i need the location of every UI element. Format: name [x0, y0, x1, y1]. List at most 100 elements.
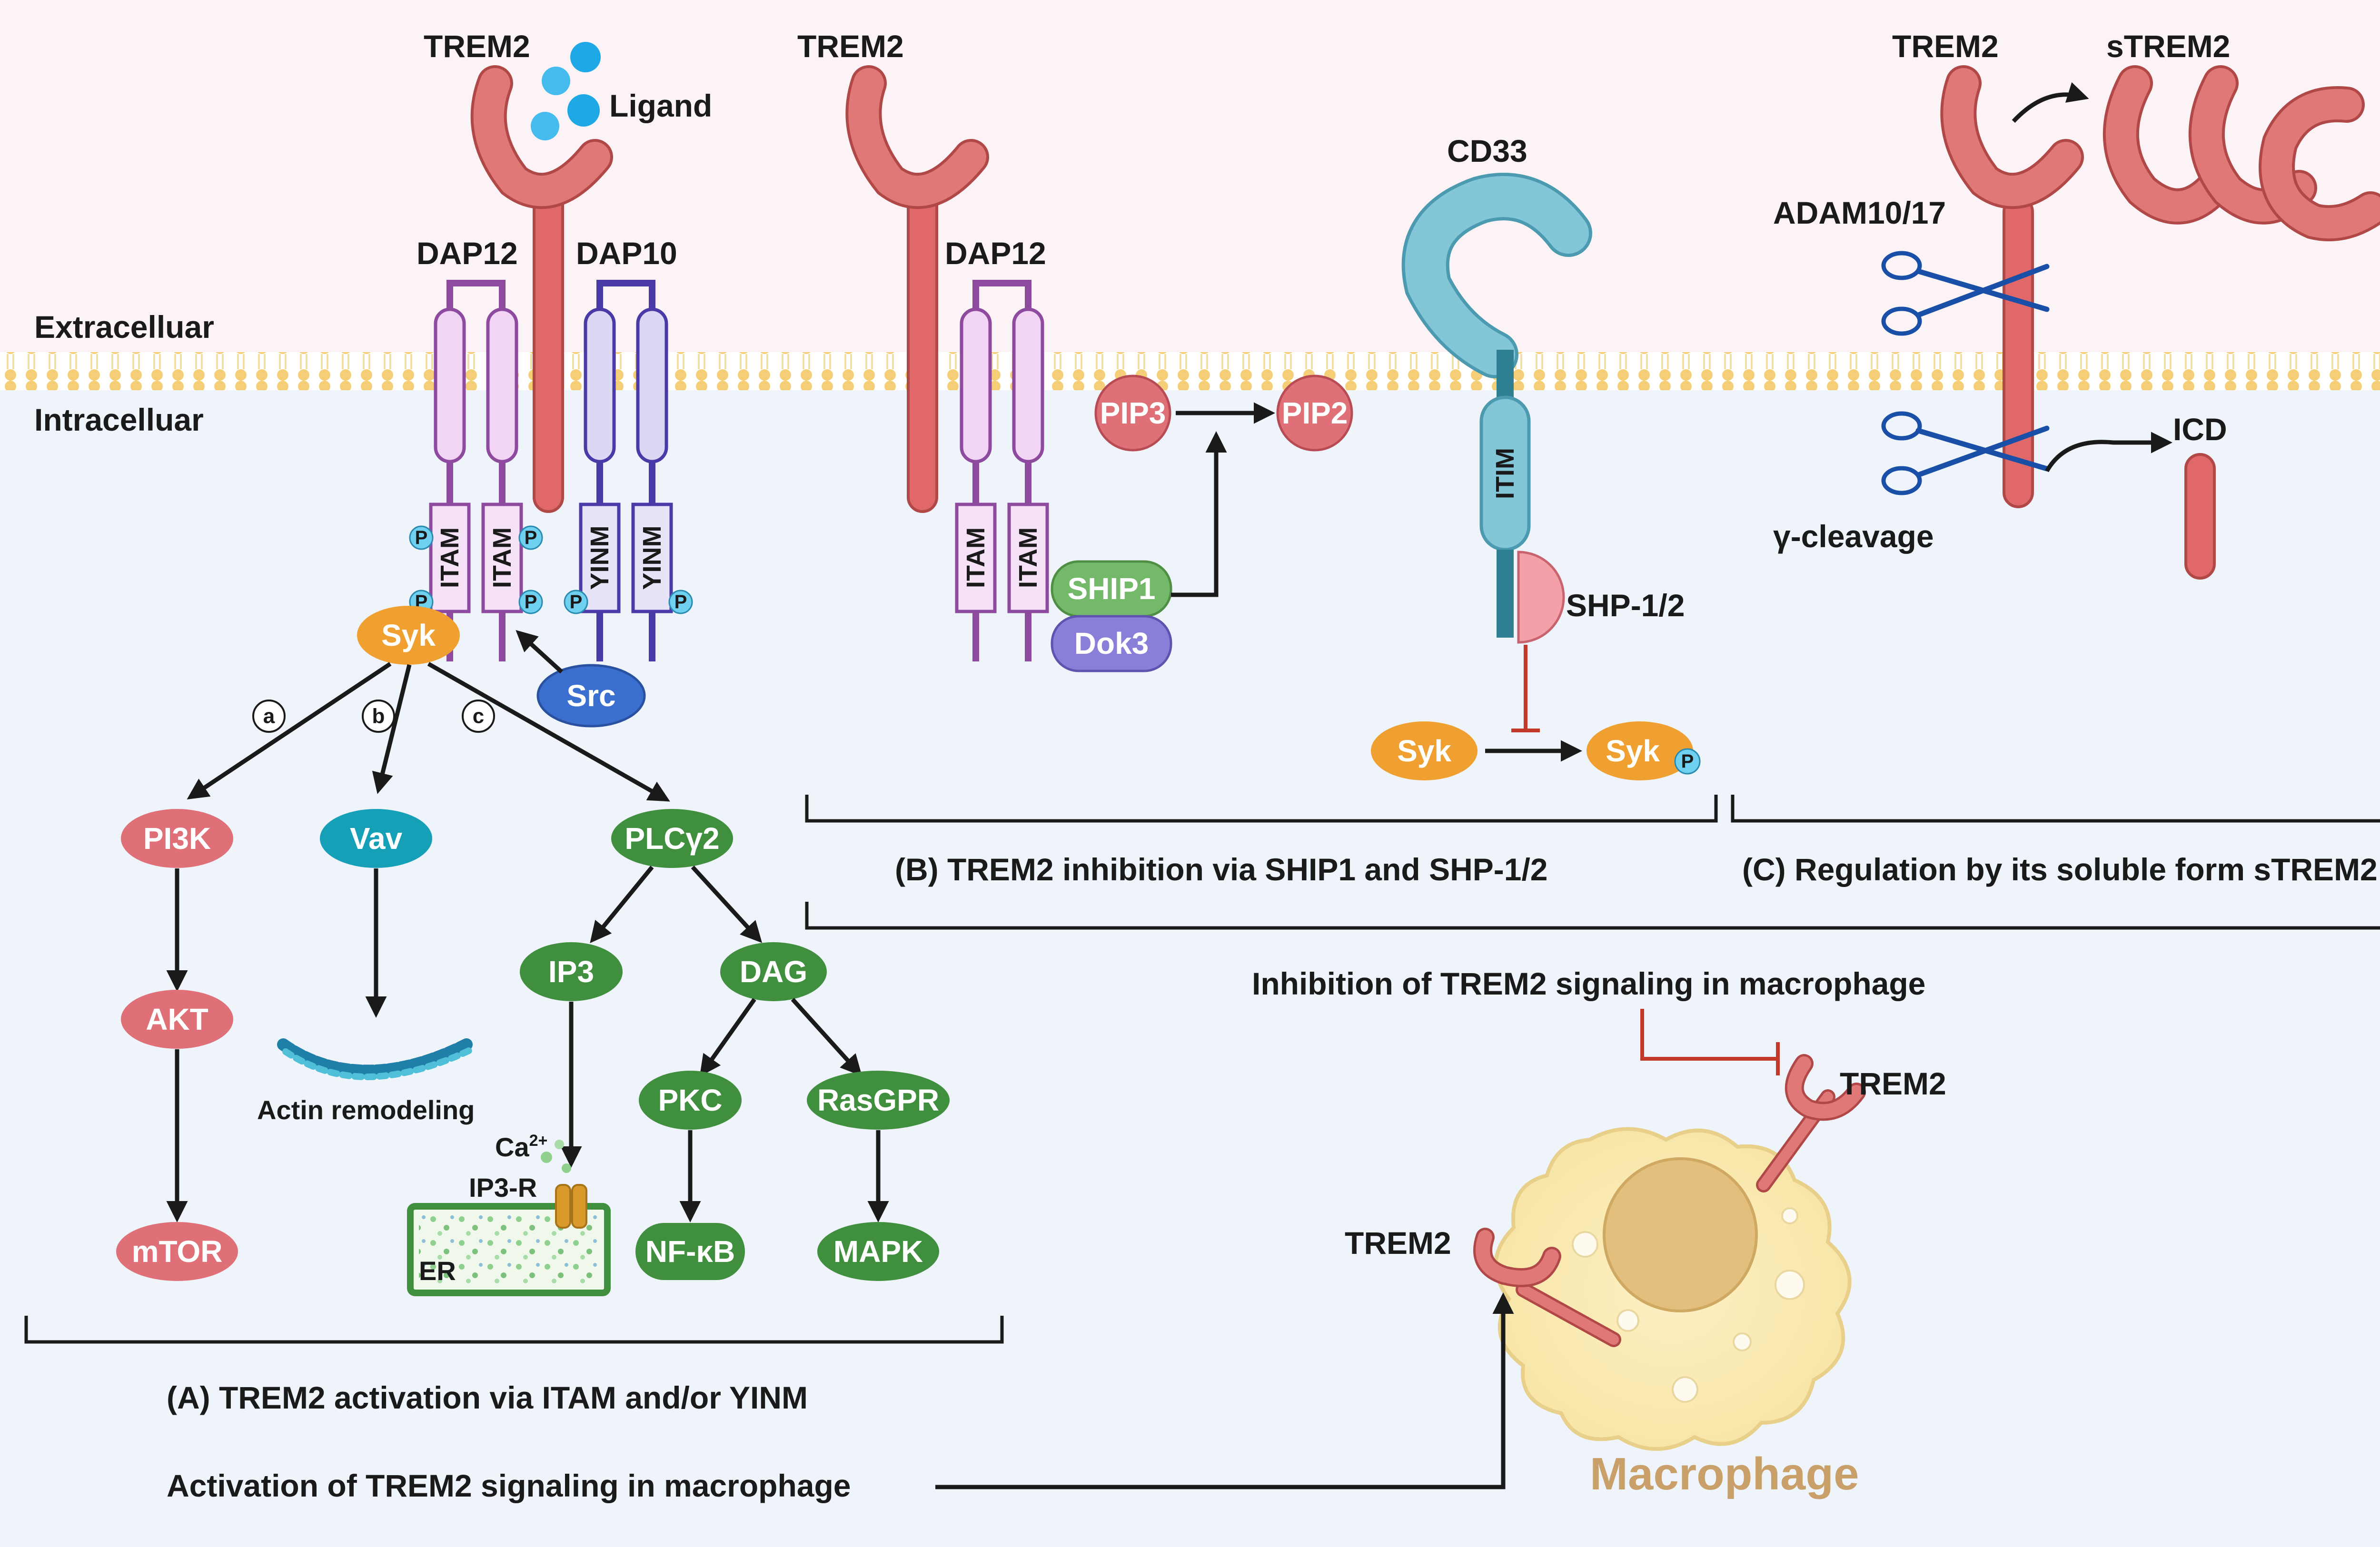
rasgpr-label: RasGPR [817, 1083, 939, 1117]
trem2-top-receptor [1756, 1054, 1866, 1192]
svg-text:P: P [674, 591, 687, 612]
dok3-node [1051, 615, 1172, 672]
dap12-dimer-a [429, 280, 523, 661]
pi3k-label: PI3K [143, 821, 211, 856]
pip3-node [1094, 374, 1171, 452]
scissors-icon [1881, 251, 2050, 336]
panel-c-trem2-label: TREM2 [1892, 29, 1999, 64]
nfkb-label: NF-κB [645, 1234, 735, 1269]
svg-text:c: c [473, 705, 484, 728]
dap12-label-a: DAP12 [416, 236, 518, 271]
scissors-icon [1881, 411, 2050, 495]
ip3-node [520, 942, 623, 1001]
plcg2-node [611, 809, 733, 868]
mtor-label: mTOR [132, 1234, 223, 1269]
src-label: Src [566, 679, 615, 713]
cell-membrane [0, 352, 2380, 390]
trem2-receptor-c [1940, 65, 2084, 508]
mtor-node [116, 1222, 238, 1281]
dag-node [720, 942, 827, 1001]
dap10-label: DAP10 [576, 236, 677, 271]
ligand-circles [531, 42, 601, 140]
phospho-tags-a: P P P P P P [409, 525, 693, 614]
macrophage-cell [1494, 1127, 1852, 1451]
yinm-box-1 [579, 503, 621, 613]
panel-c-caption: (C) Regulation by its soluble form sTREM… [1742, 852, 2378, 887]
er-label: ER [419, 1256, 456, 1286]
dap12-label-b: DAP12 [945, 236, 1046, 271]
syk-node-b1 [1371, 721, 1478, 780]
mapk-label: MAPK [833, 1234, 923, 1269]
trem2-left-label: TREM2 [1345, 1225, 1451, 1261]
nfkb-node [635, 1223, 745, 1280]
syk-label-b2: Syk [1606, 734, 1660, 768]
yinm-box-2 [631, 503, 673, 613]
svg-text:P: P [570, 591, 583, 612]
adam-label: ADAM10/17 [1773, 195, 1946, 230]
panel-c-brace [1731, 795, 2380, 823]
cd33-label: CD33 [1447, 133, 1527, 168]
trem2-receptor-b [845, 65, 989, 513]
panel-b-brace [805, 795, 1718, 823]
calcium-ions [541, 1140, 571, 1173]
itam-box-1 [429, 503, 471, 613]
itam-box-2 [481, 503, 523, 613]
panel-c: TREM2 sTREM2 ADAM10/17 γ-cleavage [1731, 29, 2380, 887]
panel-a-trem2-label: TREM2 [424, 29, 530, 64]
syk-label-a: Syk [381, 618, 436, 652]
dap12-dimer-b [955, 280, 1049, 661]
plcg2-label: PLCγ2 [625, 821, 719, 856]
intracellular-label: Intracelluar [34, 402, 204, 437]
extracellular-label: Extracelluar [34, 309, 214, 345]
vav-node [320, 809, 432, 868]
panel-b-caption: (B) TREM2 inhibition via SHIP1 and SHP-1… [895, 852, 1548, 887]
ligand-label: Ligand [609, 88, 712, 123]
itim-label: ITIM [1491, 448, 1519, 499]
svg-text:P: P [1681, 751, 1694, 772]
gamma-label: γ-cleavage [1773, 519, 1934, 554]
pip2-node [1276, 374, 1353, 452]
actin-filament-icon [277, 1038, 473, 1080]
strem2-fragments [2102, 65, 2380, 242]
panel-a-caption: (A) TREM2 activation via ITAM and/or YIN… [167, 1380, 808, 1415]
itam-label-2: ITAM [488, 527, 516, 588]
branch-markers: a b c [252, 700, 495, 733]
pkc-node [639, 1071, 742, 1130]
akt-node [121, 990, 233, 1049]
inhibition-title: Inhibition of TREM2 signaling in macroph… [1252, 966, 1925, 1001]
vav-label: Vav [350, 821, 403, 856]
ship1-label: SHIP1 [1068, 572, 1156, 606]
ip3-label: IP3 [548, 955, 594, 989]
panel-a: TREM2 Ligand DAP12 DAP10 ITAM ITAM [24, 29, 1004, 1415]
trem2-left-receptor [1473, 1228, 1621, 1347]
akt-label: AKT [146, 1002, 208, 1036]
actin-label: Actin remodeling [257, 1095, 475, 1125]
pip3-label: PIP3 [1100, 396, 1166, 430]
panel-b-trem2-label: TREM2 [797, 29, 904, 64]
icd-label: ICD [2173, 412, 2227, 447]
itam-label-b2: ITAM [1014, 527, 1042, 588]
pip2-label: PIP2 [1282, 396, 1348, 430]
strem2-label: sTREM2 [2106, 29, 2230, 64]
svg-text:P: P [525, 591, 537, 612]
pkc-label: PKC [658, 1083, 722, 1117]
macrophage-section: Inhibition of TREM2 signaling in macroph… [167, 966, 1946, 1503]
icd-fragment [2184, 453, 2216, 580]
svg-text:b: b [372, 705, 385, 728]
phospho-tag-b [1674, 748, 1701, 775]
inhibition-brace [805, 902, 2380, 930]
syk-node-b2 [1587, 721, 1693, 780]
yinm-label-1: YINM [585, 526, 614, 590]
macrophage-label: Macrophage [1590, 1448, 1859, 1499]
syk-label-b1: Syk [1397, 734, 1451, 768]
svg-text:P: P [525, 527, 537, 548]
panel-b: TREM2 DAP12 ITAM ITAM SHIP1 Dok3 PIP3 PI… [797, 29, 1718, 887]
itam-label-1: ITAM [436, 527, 464, 588]
panel-a-brace [24, 1316, 1004, 1344]
calcium-label: Ca2+ [495, 1132, 547, 1162]
dok3-label: Dok3 [1074, 626, 1149, 660]
intracellular-background [0, 390, 2380, 1547]
syk-node-a [357, 606, 460, 665]
rasgpr-node [807, 1071, 950, 1130]
